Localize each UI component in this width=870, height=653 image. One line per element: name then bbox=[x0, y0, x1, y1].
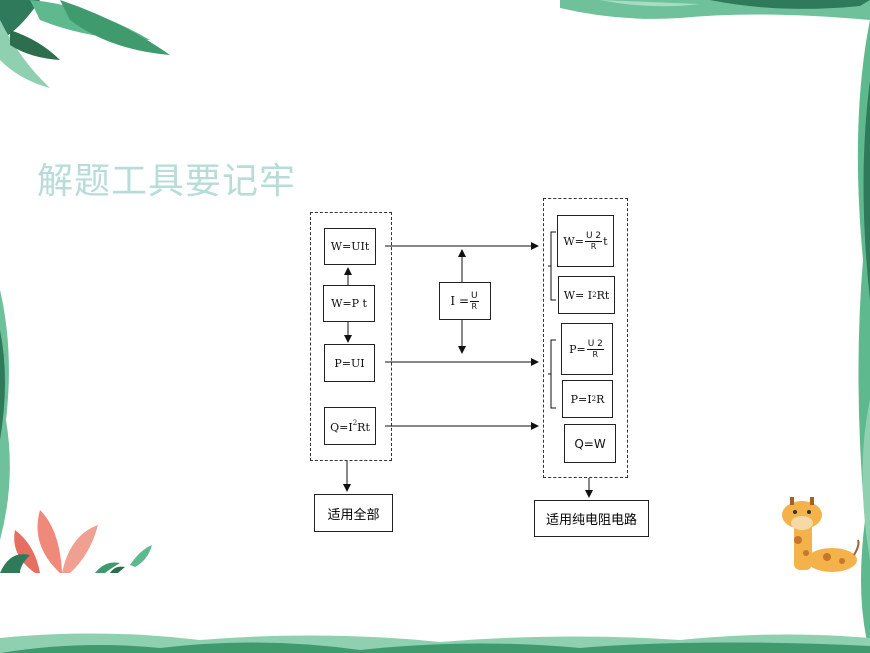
leaf-decoration-top-left bbox=[0, 0, 170, 88]
denominator: R bbox=[590, 241, 597, 251]
plant-decoration-bottom-left bbox=[0, 510, 152, 573]
formula-w-uit: W=UIt bbox=[324, 228, 376, 265]
formula-q-i2rt: Q=I2Rt bbox=[324, 407, 376, 445]
formula-text: P=UI bbox=[334, 356, 365, 370]
slide-title: 解题工具要记牢 bbox=[37, 161, 297, 202]
leaf-decoration-top-right bbox=[560, 0, 870, 20]
formula-part: W= bbox=[563, 234, 584, 248]
formula-part: R bbox=[596, 392, 605, 406]
formula-w-u2rt: W= U 2 R t bbox=[557, 215, 614, 267]
caption-text: 适用全部 bbox=[327, 507, 380, 523]
formula-part: P= bbox=[569, 342, 586, 356]
formula-part: Rt bbox=[596, 288, 610, 302]
formula-text: Q=I2Rt bbox=[330, 419, 370, 434]
formula-p-ui: P=UI bbox=[324, 344, 375, 382]
formula-text: W=UIt bbox=[330, 240, 370, 253]
general-formulas-group bbox=[310, 212, 392, 461]
numerator: U 2 bbox=[586, 338, 604, 350]
numerator: U 2 bbox=[584, 230, 603, 242]
fraction: U 2 R bbox=[586, 338, 604, 360]
giraffe-illustration bbox=[782, 497, 860, 572]
formula-text: W=P t bbox=[331, 297, 367, 310]
leaf-decoration-bottom bbox=[0, 633, 870, 653]
formula-q-w: Q=W bbox=[564, 424, 616, 463]
formula-part: t bbox=[603, 234, 608, 248]
formula-exponent: 2 bbox=[592, 291, 597, 299]
caption-text: 适用纯电阻电路 bbox=[545, 513, 637, 528]
formula-ohms-law: I = U R bbox=[439, 282, 491, 320]
denominator: R bbox=[592, 349, 599, 359]
fraction: U R bbox=[470, 291, 479, 312]
formula-part: P=I bbox=[570, 392, 592, 406]
fraction: U 2 R bbox=[584, 230, 603, 252]
formula-text: I = bbox=[450, 294, 469, 308]
formula-exponent: 2 bbox=[591, 395, 597, 403]
formula-part: Rt bbox=[357, 420, 370, 434]
formula-text: Q=W bbox=[574, 436, 606, 451]
caption-all-circuits: 适用全部 bbox=[314, 494, 393, 532]
formula-part: W= I bbox=[563, 288, 593, 302]
formula-exponent: 2 bbox=[352, 418, 358, 427]
numerator: U bbox=[470, 290, 479, 302]
formula-p-u2r: P= U 2 R bbox=[561, 323, 613, 375]
caption-pure-resistive: 适用纯电阻电路 bbox=[534, 500, 649, 537]
formula-part: Q=I bbox=[330, 420, 353, 434]
leaf-decoration-right-edge bbox=[857, 20, 870, 653]
leaf-decoration-left-edge bbox=[0, 290, 10, 540]
pure-resistive-formulas-group bbox=[543, 198, 628, 478]
formula-w-pt: W=P t bbox=[323, 285, 375, 322]
denominator: R bbox=[471, 301, 478, 311]
